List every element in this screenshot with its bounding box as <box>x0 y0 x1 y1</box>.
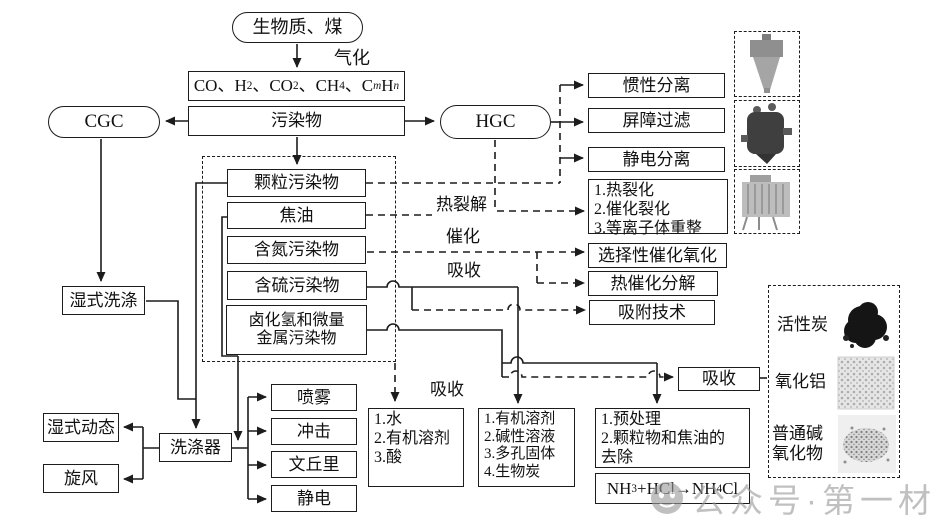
solid-arrow-lines <box>96 44 662 504</box>
node-water-absorbents: 1.水 2.有机溶剂 3.酸 <box>368 408 464 487</box>
node-impact: 冲击 <box>271 418 357 445</box>
label-absorption-lower: 吸收 <box>430 380 464 399</box>
barrier-filter-image <box>741 103 792 164</box>
equipment-frame-cyclone <box>734 31 800 97</box>
node-spray: 喷雾 <box>271 384 357 411</box>
equipment-frame-filter <box>734 100 800 167</box>
adsorbent-frame <box>768 285 900 478</box>
label-alkali-oxide: 普通碱 氧化物 <box>772 424 823 464</box>
node-venturi: 文丘里 <box>271 451 357 478</box>
node-scrubber: 洗涤器 <box>159 433 232 462</box>
watermark-text: 公众号·第一材智 <box>692 482 937 519</box>
label-gasification: 气化 <box>334 48 370 68</box>
alkali-oxide-image <box>838 415 896 473</box>
wechat-icon <box>651 482 683 514</box>
node-adsorption-technology: 吸附技术 <box>589 300 715 325</box>
node-inertial-separation: 惯性分离 <box>588 73 725 98</box>
label-activated-carbon: 活性炭 <box>777 315 828 334</box>
node-hgc: HGC <box>440 105 551 139</box>
alumina-image <box>837 356 895 410</box>
node-sulfur-pollutants: 含硫污染物 <box>227 271 367 300</box>
equipment-frame-precipitator <box>734 169 800 234</box>
label-absorption-upper: 吸收 <box>447 261 481 280</box>
node-cgc: CGC <box>48 106 160 138</box>
label-catalysis: 催化 <box>446 227 480 246</box>
node-electrostatic: 静电 <box>271 485 357 512</box>
node-wet-dynamic: 湿式动态 <box>43 413 119 442</box>
label-pyrolysis: 热裂解 <box>436 195 487 214</box>
node-nitrogen-pollutants: 含氮污染物 <box>227 236 366 264</box>
dashed-trunk-lines <box>366 85 561 283</box>
node-particulate-pollutants: 颗粒污染物 <box>227 169 366 197</box>
label-alumina: 氧化铝 <box>775 372 826 391</box>
node-solvent-absorbents: 1.有机溶剂 2.碱性溶液 3.多孔固体 4.生物炭 <box>478 408 575 487</box>
node-halide-metal-pollutants: 卤化氢和微量 金属污染物 <box>226 305 367 355</box>
node-selective-catalytic-oxidation: 选择性催化氧化 <box>588 243 727 268</box>
node-thermal-catalytic-decomposition: 热催化分解 <box>588 271 718 296</box>
node-electrostatic-separation: 静电分离 <box>588 147 725 172</box>
node-pretreatment-steps: 1.预处理 2.颗粒物和焦油的 去除 <box>595 408 750 468</box>
node-absorption: 吸收 <box>678 367 760 391</box>
cyclone-separator-image <box>750 34 783 93</box>
electrostatic-precipitator-image <box>742 175 790 231</box>
watermark: 公众号·第一材智 <box>648 474 937 522</box>
dashed-arrow-lines <box>367 206 674 402</box>
node-wet-scrubbing: 湿式洗涤 <box>62 286 145 315</box>
activated-carbon-image <box>843 302 889 348</box>
node-tar: 焦油 <box>227 202 366 229</box>
node-biomass-coal: 生物质、煤 <box>232 12 363 43</box>
node-barrier-filtration: 屏障过滤 <box>588 108 725 133</box>
node-cracking-methods: 1.热裂化 2.催化裂化 3.等离子体重整 <box>588 179 728 237</box>
node-pollutant: 污染物 <box>188 106 405 136</box>
node-cyclone: 旋风 <box>43 464 119 493</box>
solid-trunk-lines <box>142 121 767 499</box>
